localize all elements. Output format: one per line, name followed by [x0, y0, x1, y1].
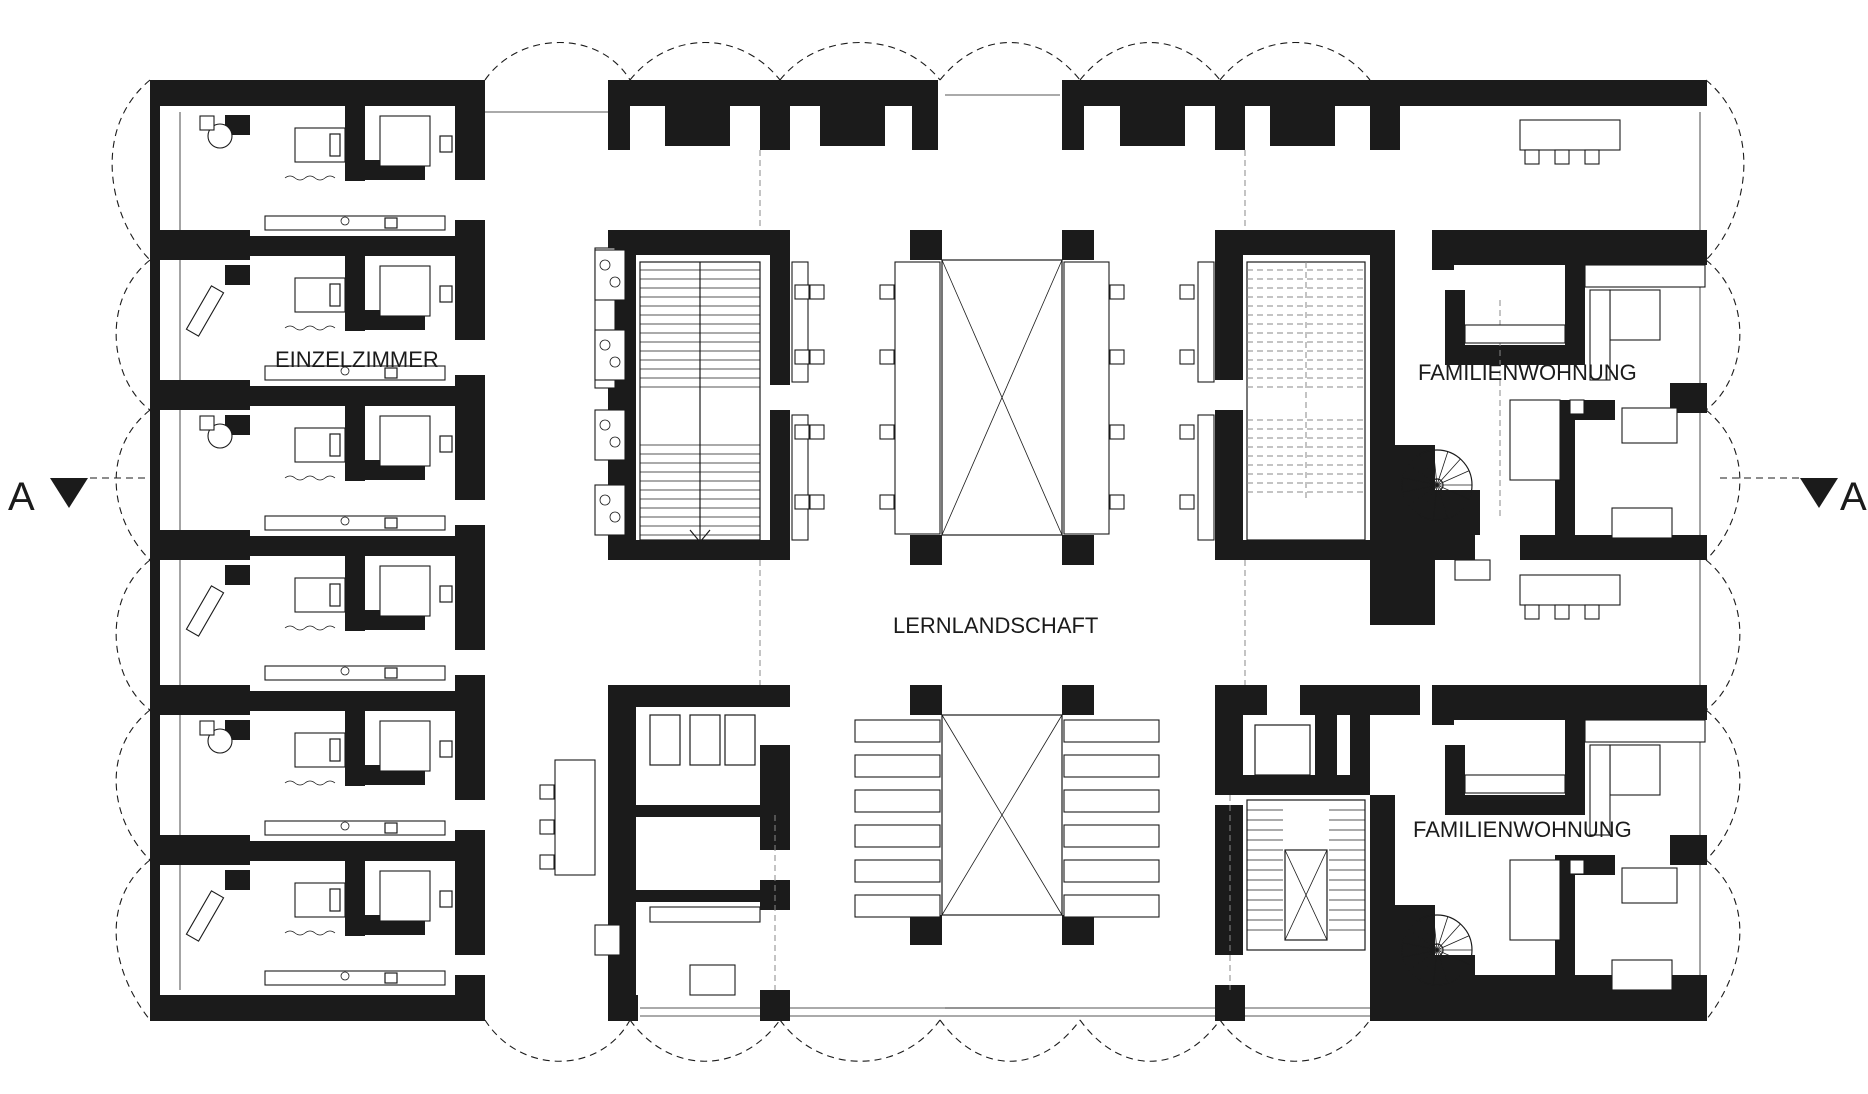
single-rooms-furniture — [185, 115, 1706, 996]
section-arrow-right-icon — [1800, 478, 1838, 508]
void-lower — [941, 714, 1063, 916]
section-arrow-left-icon — [50, 478, 88, 508]
walls — [150, 80, 1707, 1021]
section-marker-right: A — [1720, 475, 1867, 519]
balcony-arcs — [111, 41, 1745, 1062]
chairs — [539, 149, 1600, 875]
elevators — [1254, 559, 1491, 776]
label-single-rooms: EINZELZIMMER — [275, 347, 439, 372]
structural-grid — [759, 150, 1501, 990]
label-learning-landscape: LERNLANDSCHAFT — [893, 613, 1098, 638]
label-family-apartment-lower: FAMILIENWOHNUNG — [1413, 817, 1632, 842]
stairs-right-upper — [1246, 261, 1366, 541]
label-family-apartment-upper: FAMILIENWOHNUNG — [1418, 360, 1637, 385]
stairs-right-lower — [1246, 799, 1366, 951]
section-marker-left: A — [8, 475, 150, 519]
stairs-left-upper — [639, 261, 761, 543]
void-upper — [941, 259, 1063, 536]
section-letter-right: A — [1840, 475, 1867, 519]
spiral-stair-lower — [1401, 914, 1473, 986]
section-letter-left: A — [8, 475, 35, 519]
spiral-stair-upper — [1401, 449, 1473, 521]
